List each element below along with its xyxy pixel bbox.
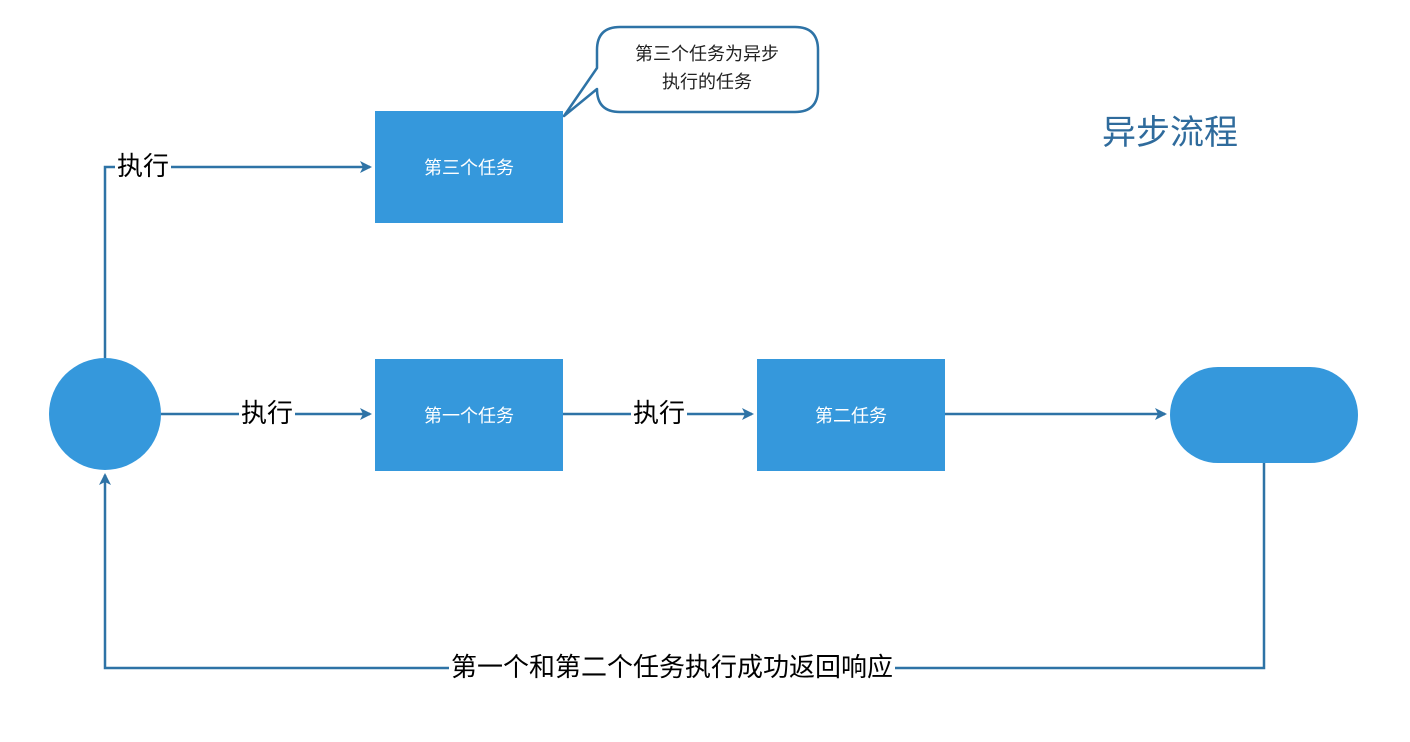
edge-label-exec-second: 执行 — [631, 398, 688, 430]
edge-return-to-start — [99, 463, 1266, 670]
second-task-node[interactable]: 第二任务 — [757, 359, 945, 471]
edge-label-exec-first: 执行 — [239, 398, 296, 430]
diagram-title: 异步流程 — [1102, 113, 1238, 153]
second-task-label: 第二任务 — [815, 406, 887, 427]
edge-label-exec-third: 执行 — [115, 151, 172, 183]
callout-line-2: 执行的任务 — [662, 72, 752, 93]
edge-label-return: 第一个和第二个任务执行成功返回响应 — [449, 652, 896, 684]
callout-text: 第三个任务为异步 执行的任务 — [607, 41, 807, 97]
third-task-label: 第三个任务 — [424, 158, 514, 179]
third-task-node[interactable]: 第三个任务 — [375, 111, 563, 223]
first-task-node[interactable]: 第一个任务 — [375, 359, 563, 471]
start-node-circle[interactable] — [49, 358, 161, 470]
callout-bubble — [562, 25, 820, 118]
first-task-label: 第一个任务 — [424, 406, 514, 427]
edge-start-to-third-task — [103, 161, 372, 358]
callout-line-1: 第三个任务为异步 — [635, 44, 779, 65]
end-node-terminal[interactable] — [1170, 367, 1358, 463]
